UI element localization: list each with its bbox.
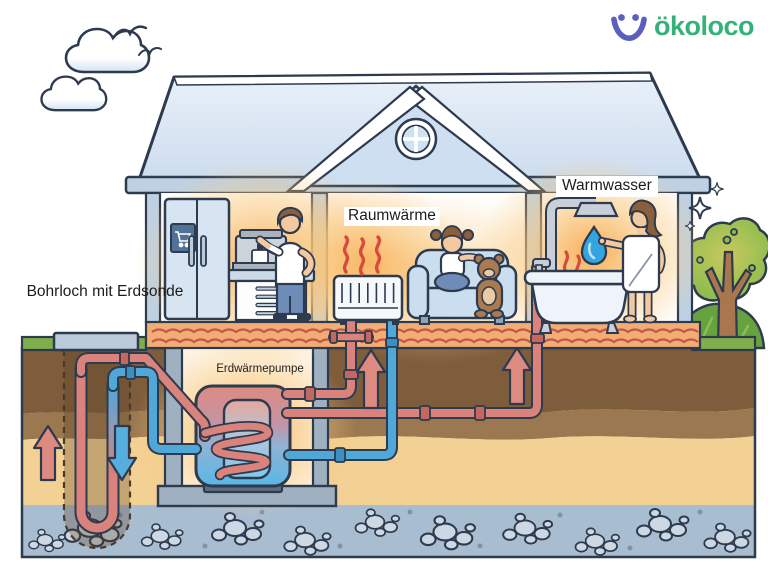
bird-icon — [112, 25, 148, 39]
cloud-icon — [40, 75, 108, 112]
tree-trunk — [704, 250, 753, 350]
pipe-network — [32, 262, 545, 535]
floor-heating-band — [144, 320, 702, 350]
living-room — [332, 225, 518, 325]
teddy-bear — [473, 253, 505, 319]
heat-flow-arrow-up — [355, 348, 387, 410]
borehole-cap — [52, 331, 140, 352]
kitchen — [163, 197, 316, 322]
bathroom — [523, 197, 666, 334]
girl — [430, 225, 485, 293]
cold-flow-arrow-down — [106, 424, 138, 482]
smiley-logo-icon — [611, 14, 647, 42]
bathtub — [523, 258, 637, 334]
shower-head — [573, 201, 619, 218]
bird-icon — [138, 47, 162, 56]
radiator-fins — [338, 283, 398, 309]
logo: ökoloco — [610, 10, 755, 42]
fridge-handle — [200, 235, 207, 267]
borehole-label: Bohrloch mit Erdsonde — [26, 283, 184, 300]
room-heat-label: Raumwärme — [344, 207, 440, 226]
roof-ridge-trim — [172, 72, 653, 86]
fridge-handle — [188, 235, 195, 267]
hot-water-label: Warmwasser — [556, 176, 658, 197]
woman — [597, 199, 666, 324]
cloud-icon — [64, 27, 151, 74]
shopping-cart-icon — [175, 231, 192, 248]
heat-pump-label: Erdwärmepumpe — [216, 363, 304, 375]
heat-waves-icon — [342, 235, 382, 276]
grass-right — [690, 335, 757, 352]
sky — [40, 25, 162, 112]
coffee-cup — [251, 249, 269, 264]
borehole-dashed-outline — [62, 350, 132, 550]
heat-flow-arrow-up — [501, 346, 533, 406]
towel — [621, 234, 661, 294]
logo-text: ökoloco — [653, 10, 755, 41]
man — [255, 206, 316, 321]
pipe-couplings — [119, 330, 545, 463]
basement-wall-left — [163, 346, 184, 492]
heat-flow-arrow-up — [32, 424, 64, 482]
